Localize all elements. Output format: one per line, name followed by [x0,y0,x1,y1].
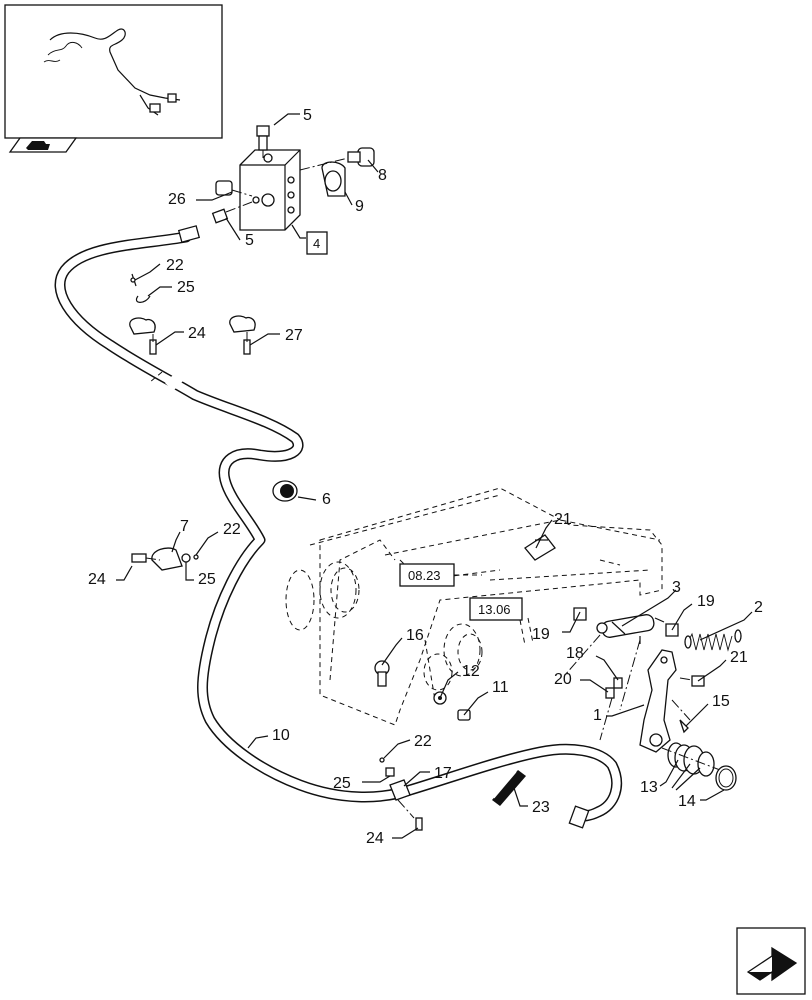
callout-23: 23 [532,799,550,816]
tractor-orientation-icon [8,137,78,153]
callout-24-mid: 24 [88,571,106,588]
reference-box-13-06[interactable]: 13.06 [469,597,523,621]
pedal-bracket [285,487,663,726]
callout-7: 7 [180,518,189,535]
reference-13-06: 13.06 [478,602,511,617]
callout-24-bottom: 24 [366,830,384,847]
clip-27 [229,315,256,355]
callout-6: 6 [322,491,331,508]
bracket-9 [321,161,346,197]
fitting-side [211,201,253,224]
callout-17: 17 [434,765,452,782]
circlip-14 [715,765,737,791]
reference-08-23: 08.23 [408,568,441,583]
callout-25-mid: 25 [198,571,216,588]
callout-22-bottom: 22 [414,733,432,750]
callout-24-top: 24 [188,325,206,342]
nut-19-left [573,607,587,621]
callout-5-top: 5 [303,107,312,124]
callout-13: 13 [640,779,658,796]
callout-5-side: 5 [245,232,254,249]
callout-21-top: 21 [554,511,572,528]
reference-box-08-23[interactable]: 08.23 [399,563,482,587]
callout-3: 3 [672,579,681,596]
pin-15 [679,719,689,734]
pedal-arm [639,649,691,753]
callout-25-top: 25 [177,279,195,296]
next-page-arrow-icon[interactable] [736,927,806,995]
callout-27: 27 [285,327,303,344]
callout-12: 12 [462,663,480,680]
callout-15: 15 [712,693,730,710]
callout-20: 20 [554,671,572,688]
clamp-7 [131,547,199,571]
callout-1: 1 [593,707,602,724]
bolt-21-lower [679,675,705,687]
bushings-13 [661,742,721,777]
inset-overview [4,4,223,139]
callout-22-mid: 22 [223,521,241,538]
callout-10: 10 [272,727,290,744]
callout-19-left: 19 [532,626,550,643]
cylinder-3 [564,614,665,711]
callout-21-right: 21 [730,649,748,666]
callout-11: 11 [492,679,509,696]
callout-18: 18 [566,645,584,662]
fitting-top [256,125,270,158]
hydraulic-hose [54,225,622,829]
leader-lines [116,113,753,839]
callout-8: 8 [378,167,387,184]
spring-2 [684,629,742,652]
clip-upper-left [129,273,157,355]
pipe-23 [492,770,526,806]
callout-labels: 5 8 9 26 5 22 25 24 27 6 7 22 25 24 10 2… [88,107,763,847]
callout-9: 9 [355,198,364,215]
callout-2: 2 [754,599,763,616]
callout-19-right: 19 [697,593,715,610]
callout-22-top: 22 [166,257,184,274]
valve-block [239,149,301,231]
grease-18-20 [599,677,623,741]
callout-16: 16 [406,627,424,644]
callout-14: 14 [678,793,696,810]
grommet [272,480,298,502]
callout-25-bottom: 25 [333,775,351,792]
callout-4: 4 [313,236,320,251]
callout-26: 26 [168,191,186,208]
